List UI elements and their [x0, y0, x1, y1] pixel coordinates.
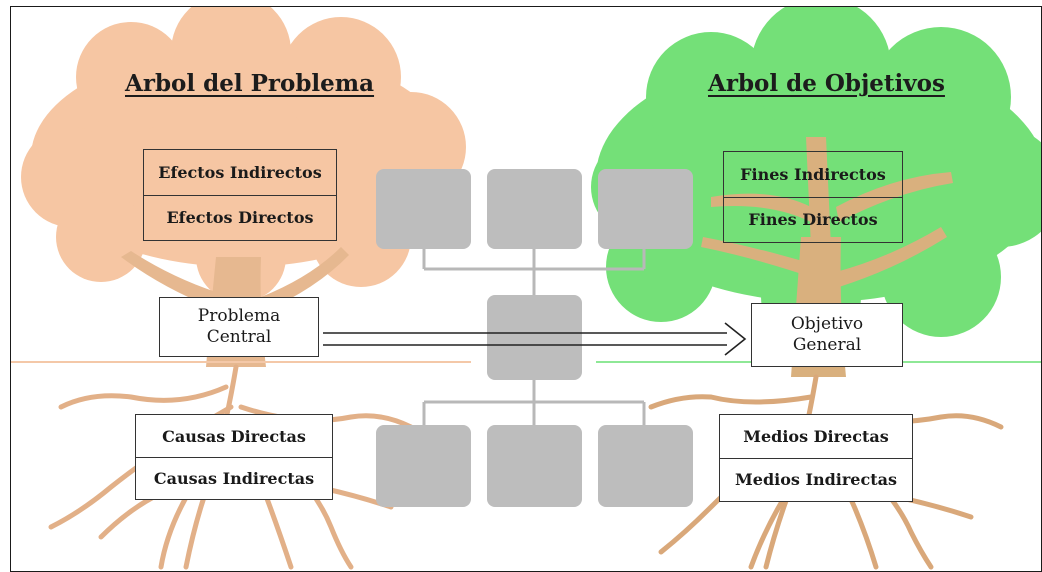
- hierarchy-nodes: [376, 169, 693, 507]
- general-objective-line1: Objetivo: [790, 313, 864, 334]
- direct-effects-label: Efectos Directos: [144, 195, 336, 239]
- general-objective-box: Objetivo General: [751, 303, 903, 367]
- causes-box: Causas Directas Causas Indirectas: [135, 414, 333, 500]
- hierarchy-node-top-right: [598, 169, 693, 249]
- transformation-arrow: [323, 322, 747, 356]
- indirect-ends-label: Fines Indirectos: [740, 165, 886, 184]
- direct-means-label: Medios Directas: [743, 427, 889, 446]
- ends-box: Fines Indirectos Fines Directos: [723, 151, 903, 243]
- problem-tree-title: Arbol del Problema: [125, 70, 375, 97]
- hierarchy-node-center: [487, 295, 582, 380]
- indirect-causes-label: Causas Indirectas: [136, 457, 332, 498]
- hierarchy-node-bottom-right: [598, 425, 693, 507]
- central-problem-line2: Central: [206, 327, 272, 347]
- central-problem-line1: Problema: [197, 305, 281, 326]
- hierarchy-node-bottom-left: [376, 425, 471, 507]
- hierarchy-connectors: [422, 247, 646, 427]
- indirect-means-label: Medios Indirectas: [720, 458, 912, 500]
- hierarchy-node-top-middle: [487, 169, 582, 249]
- indirect-effects-label: Efectos Indirectos: [158, 163, 322, 182]
- effects-box: Efectos Indirectos Efectos Directos: [143, 149, 337, 241]
- central-problem-box: Problema Central: [159, 297, 319, 357]
- direct-causes-label: Causas Directas: [162, 426, 306, 446]
- direct-ends-label: Fines Directos: [724, 197, 902, 241]
- general-objective-line2: General: [792, 335, 862, 355]
- hierarchy-node-top-left: [376, 169, 471, 249]
- means-box: Medios Directas Medios Indirectas: [719, 414, 913, 502]
- diagram-frame: Arbol del Problema Arbol de Objetivos Ef…: [10, 6, 1042, 572]
- hierarchy-node-bottom-middle: [487, 425, 582, 507]
- objective-tree-title: Arbol de Objetivos: [708, 70, 945, 97]
